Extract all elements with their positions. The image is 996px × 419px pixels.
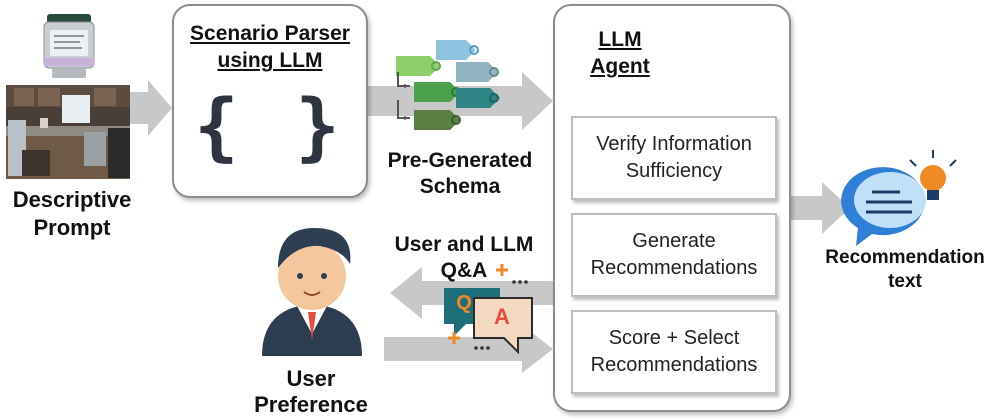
qa-label-line1: User and LLM — [394, 233, 534, 256]
schema-label: Pre-Generated Schema — [372, 148, 548, 201]
step-score-line1: Score + Select — [608, 327, 740, 349]
qa-answer-letter: A — [494, 304, 510, 329]
schema-tags-icon — [396, 40, 500, 130]
user-preference-line1: User — [286, 366, 336, 391]
llm-agent-box: LLM Agent Verify Information Sufficiency… — [553, 4, 791, 412]
qa-label: User and LLM Q&A — [378, 232, 550, 285]
llm-agent-title-line2: Agent — [590, 55, 650, 79]
step-generate-line1: Generate — [632, 230, 716, 252]
schema-label-line2: Schema — [419, 175, 501, 199]
descriptive-prompt-label: Descriptive Prompt — [0, 186, 144, 241]
scenario-parser-title-line2: using LLM — [217, 49, 323, 73]
step-score-select: Score + Select Recommendations — [571, 310, 777, 394]
recommendation-bubble-icon — [841, 150, 957, 246]
recommendation-text-label: Recommendation text — [814, 246, 996, 294]
llm-badge-text: LLM — [701, 52, 727, 66]
llm-agent-title: LLM Agent — [555, 26, 685, 81]
arrow-agent-to-output — [790, 182, 850, 234]
user-preference-label: User Preference — [236, 366, 386, 419]
recommendation-label-line1: Recommendation — [825, 247, 985, 268]
curly-braces-icon: { } — [194, 84, 346, 170]
scenario-parser-box: Scenario Parser using LLM { } — [172, 4, 368, 198]
step-verify-line2: Sufficiency — [625, 160, 723, 182]
step-generate-line2: Recommendations — [590, 257, 758, 279]
schema-label-line1: Pre-Generated — [387, 149, 533, 172]
kitchen-photo — [6, 85, 130, 179]
llm-agent-title-line1: LLM — [598, 28, 642, 51]
step-verify-line1: Verify Information — [596, 133, 752, 155]
qa-question-letter: Q — [456, 292, 472, 314]
step-generate-recommendations: Generate Recommendations — [571, 213, 777, 297]
step-verify-information: Verify Information Sufficiency — [571, 116, 777, 200]
step-score-line2: Recommendations — [590, 354, 758, 376]
scenario-parser-title-line1: Scenario Parser — [190, 22, 350, 45]
recommendation-label-line2: text — [888, 270, 922, 292]
descriptive-prompt-line1: Descriptive — [12, 187, 132, 212]
sensor-device-icon — [43, 14, 95, 78]
descriptive-prompt-line2: Prompt — [33, 214, 111, 240]
scenario-parser-title: Scenario Parser using LLM — [174, 20, 366, 75]
qa-bubbles-icon — [444, 264, 533, 355]
arrow-input-to-parser — [128, 80, 172, 136]
qa-label-line2: Q&A — [440, 259, 488, 283]
user-preference-line2: Preference — [254, 392, 368, 418]
user-avatar-icon — [262, 228, 362, 356]
